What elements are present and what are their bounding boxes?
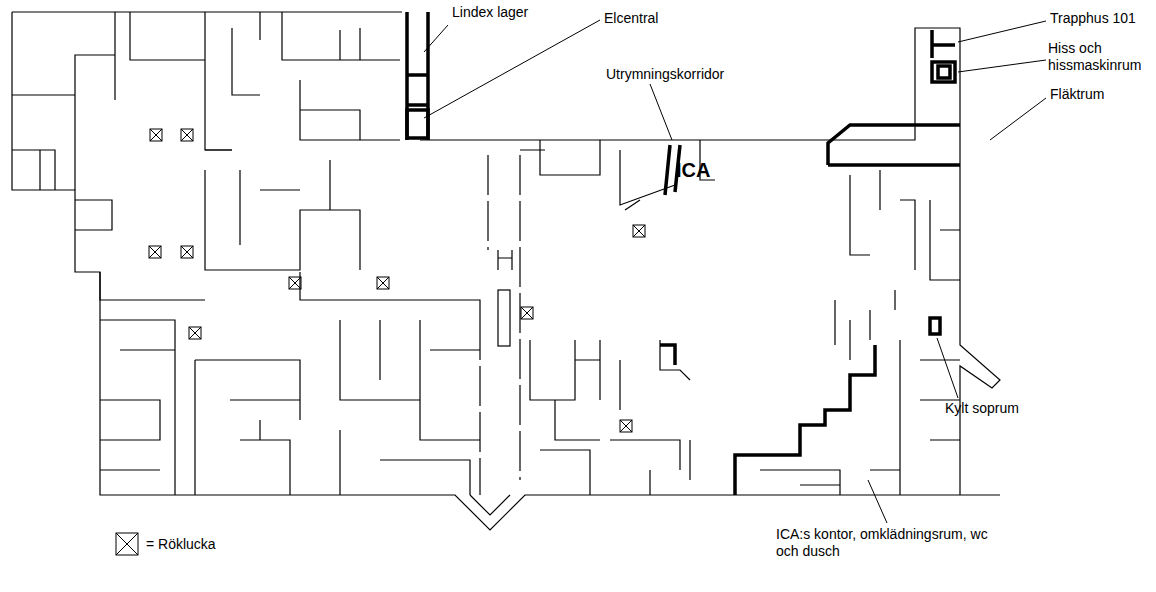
legend-text: = Röklucka [146, 536, 216, 553]
room-label: Trapphus 101 [1050, 10, 1136, 27]
smoke-hatches [116, 129, 645, 555]
legend-symbol [116, 533, 138, 555]
room-label: Kylt soprum [945, 400, 1019, 417]
walls [12, 12, 1000, 530]
marked-walls [407, 12, 960, 495]
room-label: Utrymningskorridor [606, 66, 724, 83]
room-label: ICA [676, 158, 710, 182]
leader-lines [424, 20, 1046, 523]
room-label: Elcentral [604, 10, 658, 27]
room-label: ICA:s kontor, omklädningsrum, wc och dus… [776, 526, 1012, 560]
room-label: Lindex lager [452, 4, 528, 21]
room-label: Fläktrum [1050, 86, 1104, 103]
room-label: Hiss och hissmaskinrum [1048, 40, 1152, 74]
